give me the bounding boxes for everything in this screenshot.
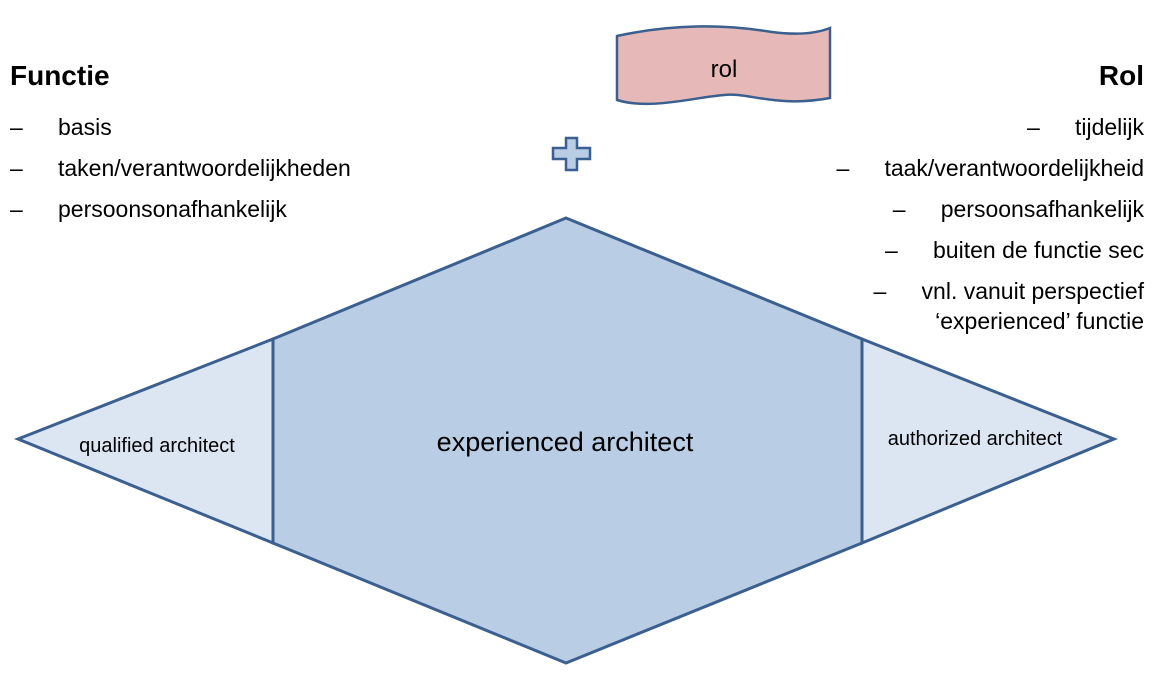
bullet-dash: – (1026, 114, 1040, 140)
experienced-architect-label: experienced architect (437, 427, 694, 457)
rol-list: – tijdelijk – taak/verantwoordelijkheid … (724, 107, 1144, 342)
bullet-dash: – (10, 155, 23, 181)
rol-item-text: buiten de functie sec (933, 237, 1144, 263)
authorized-architect-label: authorized architect (888, 428, 1063, 450)
bullet-dash: – (10, 114, 23, 140)
bullet-dash: – (836, 155, 850, 181)
rol-item-text: taak/verantwoordelijkheid (884, 155, 1144, 181)
rol-item-text: vnl. vanuit perspectief ‘experienced’ fu… (921, 278, 1144, 334)
functie-item-text: taken/verantwoordelijkheden (58, 155, 351, 181)
qualified-architect-shape (13, 336, 275, 546)
bullet-dash: – (892, 196, 906, 222)
rol-list-item: – buiten de functie sec (724, 230, 1144, 271)
plus-icon (551, 136, 592, 172)
functie-list: – basis – taken/verantwoordelijkheden – … (10, 107, 450, 230)
bullet-dash: – (10, 196, 23, 222)
rol-banner-shape (615, 25, 832, 106)
bullet-dash: – (873, 278, 887, 304)
functie-list-item: – persoonsonafhankelijk (10, 189, 450, 230)
functie-list-item: – taken/verantwoordelijkheden (10, 148, 450, 189)
rol-item-text: tijdelijk (1074, 114, 1144, 140)
bullet-dash: – (885, 237, 898, 263)
rol-heading: Rol (1098, 60, 1144, 91)
functie-heading: Functie (10, 60, 110, 91)
rol-item-text: persoonsafhankelijk (940, 196, 1144, 222)
qualified-architect-label: qualified architect (79, 435, 235, 457)
rol-banner: rol (615, 25, 832, 106)
functie-list-item: – basis (10, 107, 450, 148)
functie-item-text: persoonsonafhankelijk (58, 196, 287, 222)
authorized-architect-shape (860, 336, 1118, 546)
rol-list-item: – vnl. vanuit perspectief ‘experienced’ … (724, 271, 1144, 342)
rol-list-item: – taak/verantwoordelijkheid (724, 148, 1144, 189)
functie-item-text: basis (58, 114, 112, 140)
rol-banner-label: rol (711, 56, 738, 83)
rol-list-item: – tijdelijk (724, 107, 1144, 148)
rol-list-item: – persoonsafhankelijk (724, 189, 1144, 230)
